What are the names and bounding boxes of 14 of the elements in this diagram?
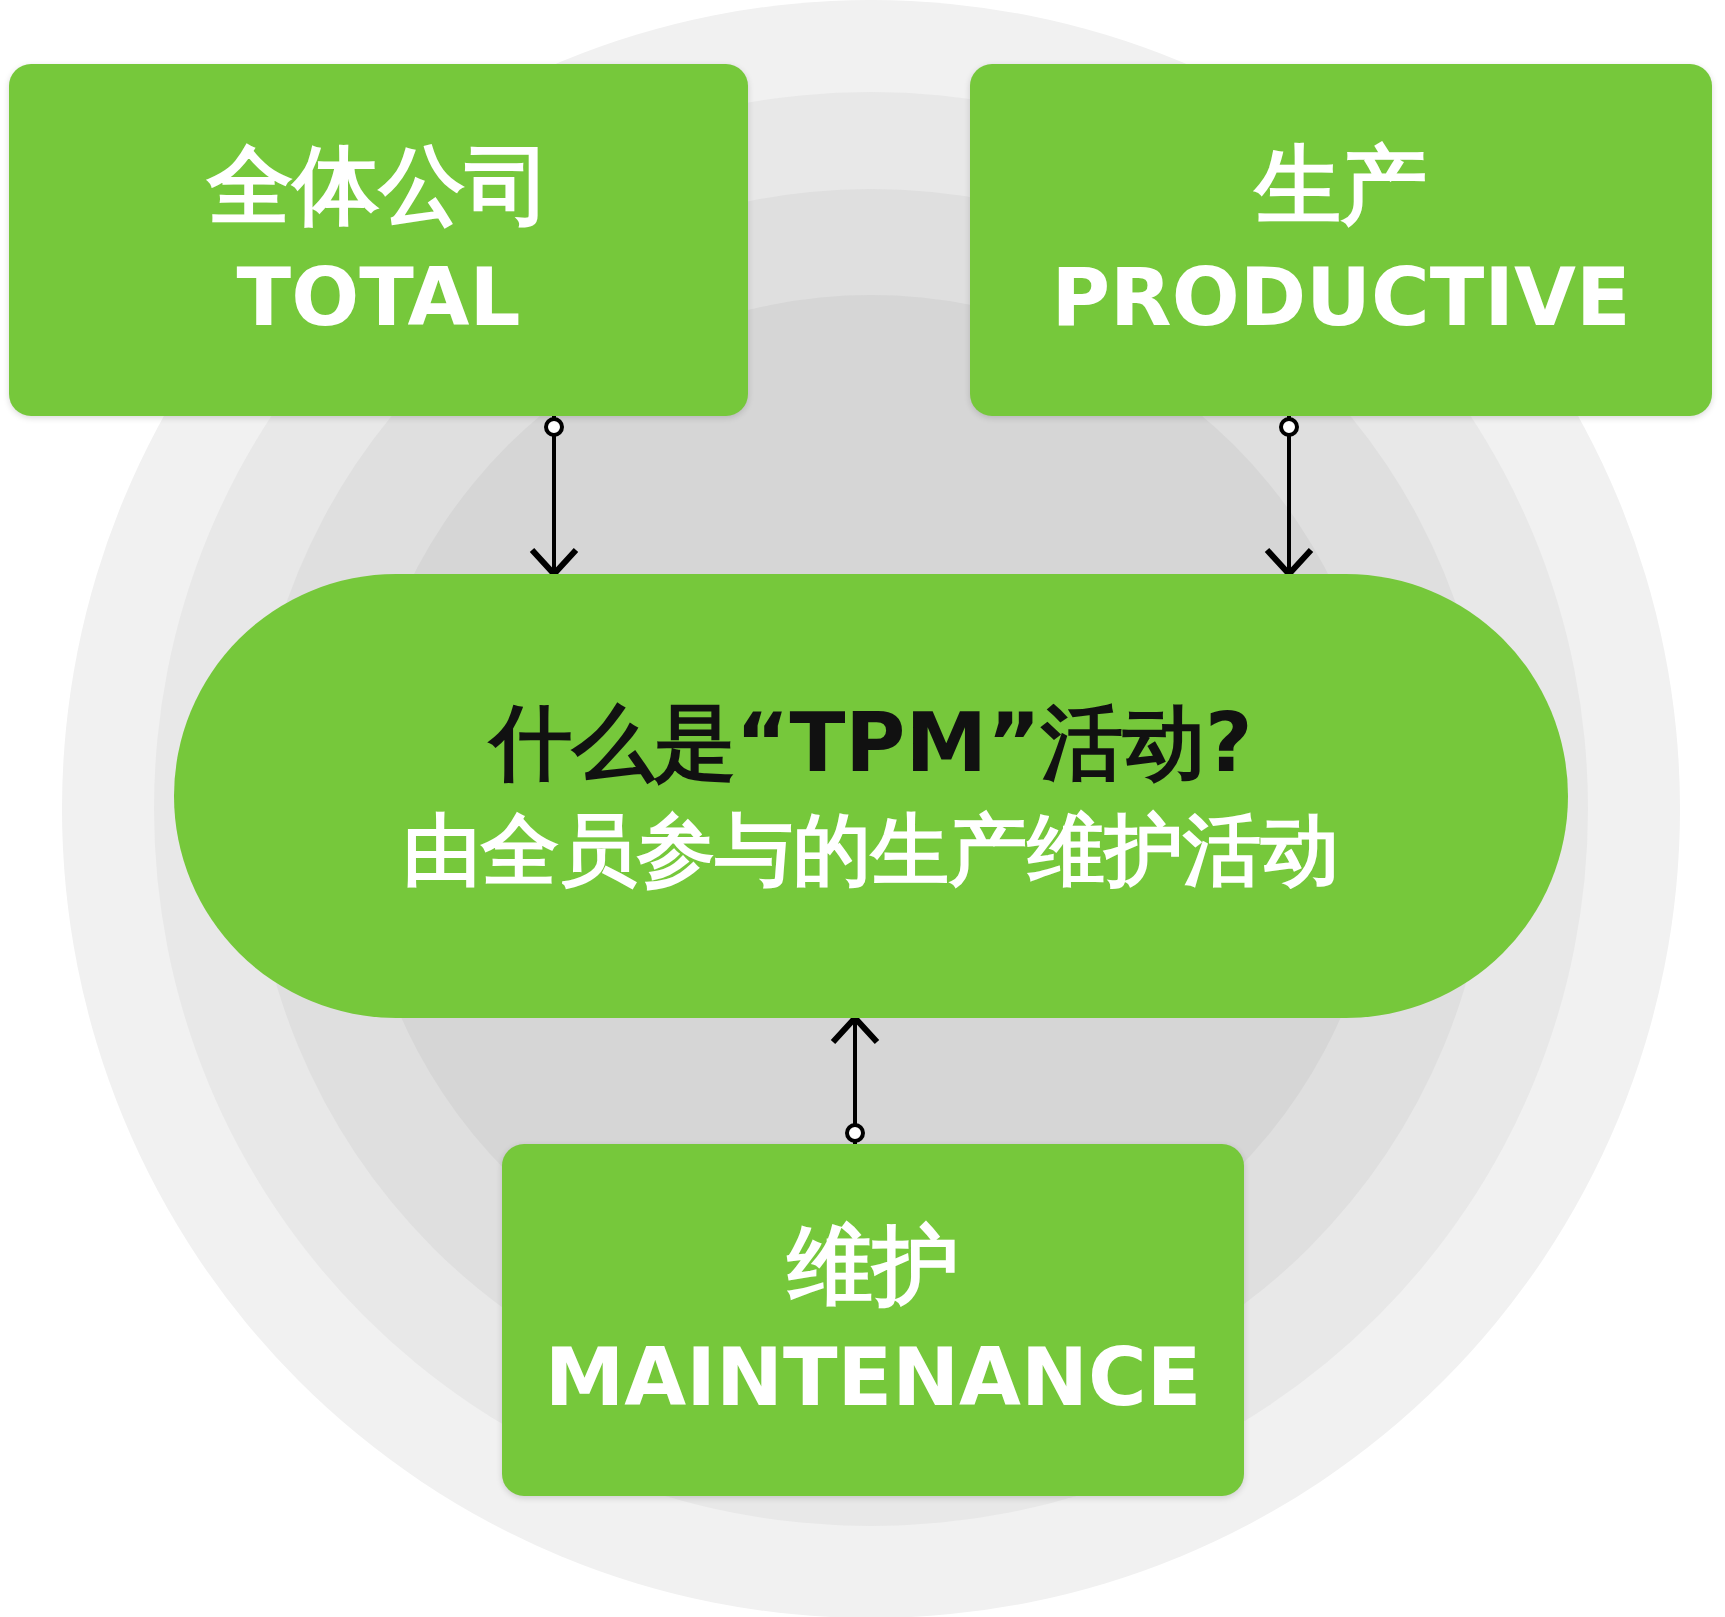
subheading: MAINTENANCE [544,1329,1202,1426]
process-box [970,64,1712,416]
arrow [830,1015,880,1144]
subheading: TOTAL [236,249,521,346]
heading: 什么是“TPM”活动? [489,694,1253,792]
heading: 维护 [787,1214,959,1318]
subheading: 由全员参与的生产维护活动 [403,804,1339,898]
heading: 生产 [1255,134,1427,238]
process-box [502,1144,1244,1496]
arrow [1264,416,1314,577]
process-box [9,64,748,416]
heading: 全体公司 [206,134,551,238]
subheading: PRODUCTIVE [1051,249,1631,346]
arrow [529,416,579,577]
